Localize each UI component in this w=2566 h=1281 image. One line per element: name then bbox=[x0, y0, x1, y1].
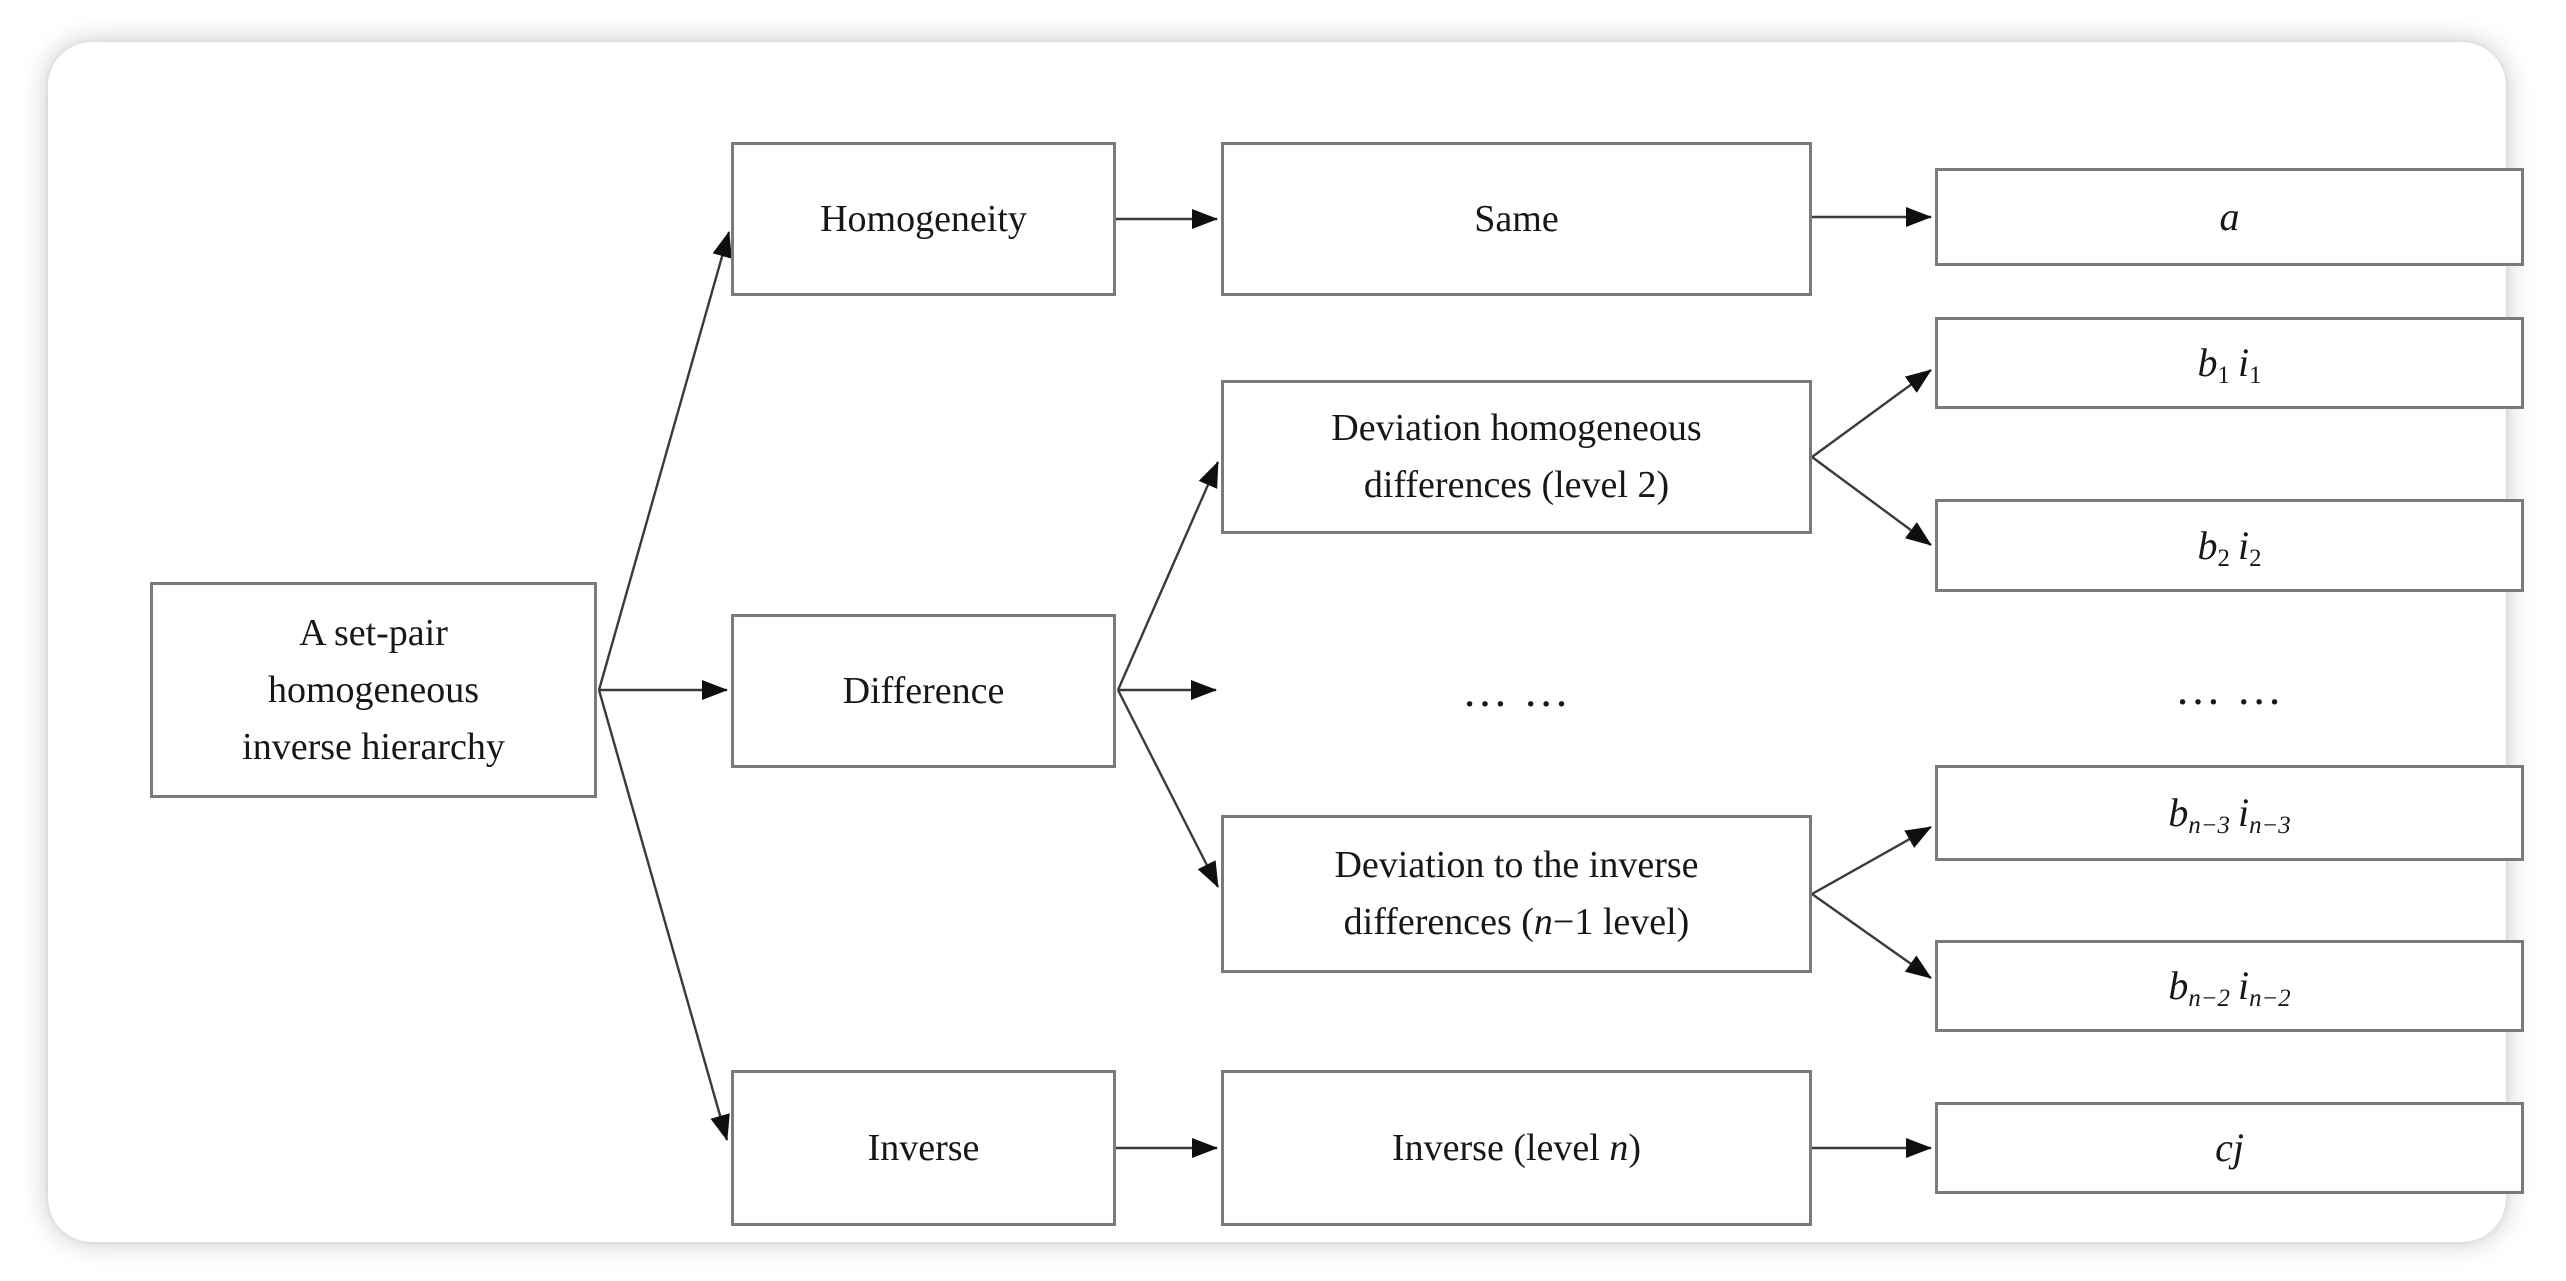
label-segment: Deviation to the inverse bbox=[1334, 844, 1699, 886]
edge-difference-to-dev-homogeneous bbox=[1116, 461, 1220, 691]
label-line: differences (n−1 level) bbox=[1344, 894, 1690, 951]
node-inverse-level-n: Inverse (level n) bbox=[1221, 1070, 1812, 1226]
label-segment: cj bbox=[2215, 1125, 2244, 1170]
label-line: b1 i1 bbox=[2198, 333, 2262, 393]
node-root: A set-pair homogeneous inverse hierarchy bbox=[150, 582, 597, 798]
label-segment: n−2 bbox=[2188, 984, 2230, 1012]
label-segment: i bbox=[2229, 340, 2250, 385]
label-segment: b bbox=[2197, 340, 2218, 385]
label-segment: i bbox=[2229, 963, 2250, 1008]
label-line: Deviation homogeneous bbox=[1331, 400, 1701, 457]
label-segment: b bbox=[2168, 790, 2189, 835]
label-line: cj bbox=[2215, 1118, 2244, 1178]
label-segment: a bbox=[2219, 194, 2240, 239]
label-segment: n−3 bbox=[2249, 811, 2291, 839]
node-homogeneity: Homogeneity bbox=[731, 142, 1116, 296]
label-line: bn−2 in−2 bbox=[2168, 956, 2290, 1016]
label-line: bn−3 in−3 bbox=[2168, 783, 2290, 843]
node-same: Same bbox=[1221, 142, 1812, 296]
ellipsis-middle: … … bbox=[1221, 648, 1812, 734]
edge-difference-to-dev-inverse bbox=[1116, 689, 1220, 888]
label-segment: i bbox=[2229, 790, 2250, 835]
label-line: homogeneous bbox=[268, 662, 479, 719]
label-segment: −1 level) bbox=[1552, 901, 1690, 943]
label-segment: … … bbox=[1461, 665, 1572, 716]
label-line: a bbox=[2220, 187, 2240, 247]
node-deviation-inverse: Deviation to the inverse differences (n−1… bbox=[1221, 815, 1812, 973]
label-segment: differences (level 2) bbox=[1363, 464, 1670, 506]
label-segment: 2 bbox=[2217, 544, 2230, 572]
label-segment: ) bbox=[1628, 1126, 1641, 1169]
label-segment: Inverse (level bbox=[1392, 1126, 1610, 1169]
label-segment: 2 bbox=[2249, 544, 2262, 572]
label-segment: Same bbox=[1474, 197, 1559, 240]
label-segment: 1 bbox=[2249, 361, 2262, 389]
label-segment: n−2 bbox=[2249, 984, 2291, 1012]
node-a: a bbox=[1935, 168, 2524, 266]
label-segment: Homogeneity bbox=[820, 197, 1027, 240]
label-line: Difference bbox=[843, 663, 1005, 720]
label-line: Inverse bbox=[868, 1120, 980, 1177]
node-b2i2: b2 i2 bbox=[1935, 499, 2524, 592]
label-segment: Inverse bbox=[867, 1126, 980, 1169]
label-segment: i bbox=[2229, 522, 2250, 568]
label-segment: n bbox=[1609, 1126, 1629, 1169]
label-line: … … bbox=[1462, 668, 1571, 714]
node-deviation-homogeneous: Deviation homogeneous differences (level … bbox=[1221, 380, 1812, 534]
label-line: Homogeneity bbox=[820, 191, 1027, 248]
label-segment: Deviation homogeneous bbox=[1331, 407, 1702, 449]
label-segment: n−3 bbox=[2188, 811, 2230, 839]
node-difference: Difference bbox=[731, 614, 1116, 768]
edge-dev-inverse-to-bn2in2 bbox=[1811, 893, 1932, 979]
diagram-card: A set-pair homogeneous inverse hierarchy H… bbox=[48, 42, 2524, 1242]
edge-dev-homogeneous-to-b1i1 bbox=[1811, 369, 1932, 458]
label-segment: b bbox=[2197, 522, 2218, 568]
label-line: b2 i2 bbox=[2198, 516, 2262, 576]
label-segment: Difference bbox=[842, 669, 1005, 712]
label-line: Inverse (level n) bbox=[1392, 1120, 1641, 1177]
label-line: Same bbox=[1474, 191, 1558, 248]
label-line: inverse hierarchy bbox=[242, 719, 505, 776]
edge-root-to-inverse bbox=[597, 689, 730, 1141]
node-bn3in3: bn−3 in−3 bbox=[1935, 765, 2524, 861]
label-segment: … … bbox=[2174, 663, 2285, 714]
ellipsis-right: … … bbox=[1935, 646, 2524, 732]
label-segment: differences ( bbox=[1343, 901, 1534, 943]
label-segment: inverse hierarchy bbox=[242, 725, 505, 768]
edge-dev-inverse-to-bn3in3 bbox=[1811, 825, 1932, 896]
node-inverse: Inverse bbox=[731, 1070, 1116, 1226]
node-bn2in2: bn−2 in−2 bbox=[1935, 940, 2524, 1032]
label-segment: 1 bbox=[2217, 361, 2230, 389]
label-line: Deviation to the inverse bbox=[1334, 837, 1698, 894]
label-line: differences (level 2) bbox=[1364, 457, 1669, 514]
label-segment: A set-pair bbox=[299, 611, 448, 654]
edge-dev-homogeneous-to-b2i2 bbox=[1811, 456, 1932, 546]
label-segment: n bbox=[1533, 901, 1553, 943]
label-line: A set-pair bbox=[299, 605, 448, 662]
edges-layer bbox=[597, 207, 1932, 1158]
node-b1i1: b1 i1 bbox=[1935, 317, 2524, 409]
node-cj: cj bbox=[1935, 1102, 2524, 1194]
label-segment: homogeneous bbox=[267, 668, 480, 711]
label-line: … … bbox=[2175, 666, 2284, 712]
label-segment: b bbox=[2168, 963, 2189, 1008]
edge-root-to-homogeneity bbox=[597, 231, 732, 691]
